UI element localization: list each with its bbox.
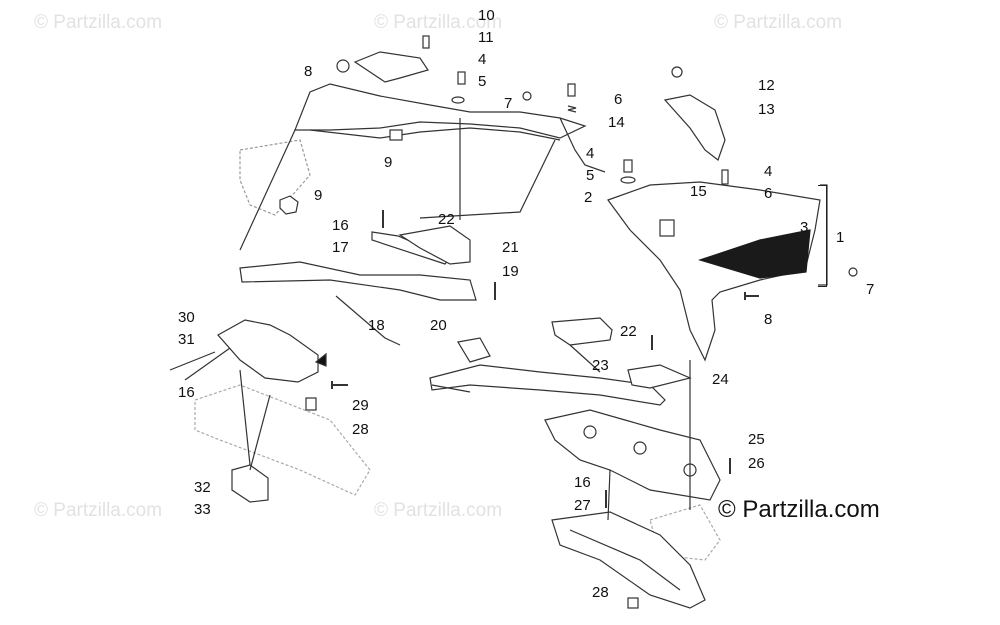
- callout-28: 28: [352, 421, 369, 438]
- callout-24: 24: [712, 371, 729, 388]
- leader-lines-mid: [335, 295, 691, 521]
- callout-4: 4: [764, 163, 773, 180]
- watermark: © Partzilla.com: [374, 500, 503, 521]
- callout-7: 7: [504, 95, 513, 112]
- clip-28-bottom: [627, 597, 639, 609]
- bracket-23: [551, 317, 613, 346]
- callout-2: 2: [584, 189, 593, 206]
- plate-32: [231, 464, 269, 503]
- clip-15: [659, 219, 675, 237]
- triangle-marker: [314, 352, 327, 367]
- callout-8: 8: [764, 311, 773, 328]
- bolt-4-mid: [623, 159, 633, 173]
- skid-plate-27: [551, 511, 706, 609]
- washer-5: [451, 96, 465, 104]
- bolt-10: [422, 35, 430, 49]
- callout-3: 3: [800, 219, 809, 236]
- plate-25: [544, 409, 721, 501]
- watermark: © Partzilla.com: [374, 12, 503, 33]
- callout-12: 12: [758, 77, 775, 94]
- callout-27: 27: [574, 497, 591, 514]
- clip-7: [522, 91, 532, 101]
- fastener-8: [336, 59, 350, 73]
- rail-upper: [239, 261, 477, 301]
- clip-7-right: [848, 267, 858, 277]
- frame-outline-lower-right: [649, 504, 721, 561]
- callout-9: 9: [314, 187, 323, 204]
- callout-26: 26: [748, 455, 765, 472]
- group-bracket-1: [818, 185, 827, 287]
- side-panel-dark-insert: [698, 229, 811, 279]
- frame-outline-lower-left: [194, 384, 371, 496]
- skid-plate-27-inner: [569, 529, 681, 591]
- spring-6: [567, 105, 577, 113]
- callout-13: 13: [758, 101, 775, 118]
- bolt-8b: [744, 292, 759, 300]
- callout-4: 4: [586, 145, 595, 162]
- callout-9: 9: [384, 154, 393, 171]
- callout-10: 10: [478, 7, 495, 24]
- callout-7: 7: [866, 281, 875, 298]
- visor-part: [353, 51, 429, 83]
- left-bracket-31: [217, 319, 319, 383]
- callout-8: 8: [304, 63, 313, 80]
- bolt-4-right: [567, 83, 576, 97]
- leader-lines-left: [169, 347, 271, 471]
- mount-20: [457, 337, 491, 363]
- callout-6: 6: [614, 91, 623, 108]
- watermark: © Partzilla.com: [714, 12, 843, 33]
- callout-18: 18: [368, 317, 385, 334]
- callout-14: 14: [608, 114, 625, 131]
- callout-33: 33: [194, 501, 211, 518]
- ring-12: [671, 66, 683, 78]
- callout-28: 28: [592, 584, 609, 601]
- watermark: © Partzilla.com: [34, 12, 163, 33]
- clip-28-left: [305, 397, 317, 411]
- callout-22: 22: [620, 323, 637, 340]
- leader-lines-upper: [239, 117, 606, 251]
- callout-31: 31: [178, 331, 195, 348]
- callout-32: 32: [194, 479, 211, 496]
- bolt-29: [331, 381, 348, 389]
- callout-25: 25: [748, 431, 765, 448]
- bracket-24: [627, 364, 692, 389]
- callout-20: 20: [430, 317, 447, 334]
- callout-16: 16: [574, 474, 591, 491]
- callout-11: 11: [478, 29, 494, 46]
- bolt-4-top: [457, 71, 466, 85]
- callout-19: 19: [502, 263, 519, 280]
- callout-15: 15: [690, 183, 707, 200]
- callout-17: 17: [332, 239, 349, 256]
- trim-13: [663, 94, 726, 161]
- nut-9a: [389, 129, 403, 141]
- callout-30: 30: [178, 309, 195, 326]
- callout-5: 5: [478, 73, 487, 90]
- washer-5-mid: [620, 176, 636, 184]
- upper-left-panel-edge: [309, 127, 561, 141]
- lower-rail: [429, 364, 666, 406]
- callout-4: 4: [478, 51, 487, 68]
- plate-25-hole: [633, 441, 647, 455]
- watermark: © Partzilla.com: [34, 500, 163, 521]
- callout-5: 5: [586, 167, 595, 184]
- frame-outline-left: [239, 139, 311, 216]
- callout-22: 22: [438, 211, 455, 228]
- bracket-21: [398, 225, 471, 265]
- nut-9b: [279, 195, 299, 215]
- callout-16: 16: [332, 217, 349, 234]
- callout-1: 1: [836, 229, 845, 246]
- callout-23: 23: [592, 357, 609, 374]
- callout-29: 29: [352, 397, 369, 414]
- partzilla-watermark: © Partzilla.com: [718, 496, 880, 523]
- callout-21: 21: [502, 239, 519, 256]
- plate-25-hole: [583, 425, 597, 439]
- upper-left-panel: [294, 83, 587, 139]
- callout-16: 16: [178, 384, 195, 401]
- callout-6: 6: [764, 185, 773, 202]
- bolt-4-right-small: [721, 169, 729, 185]
